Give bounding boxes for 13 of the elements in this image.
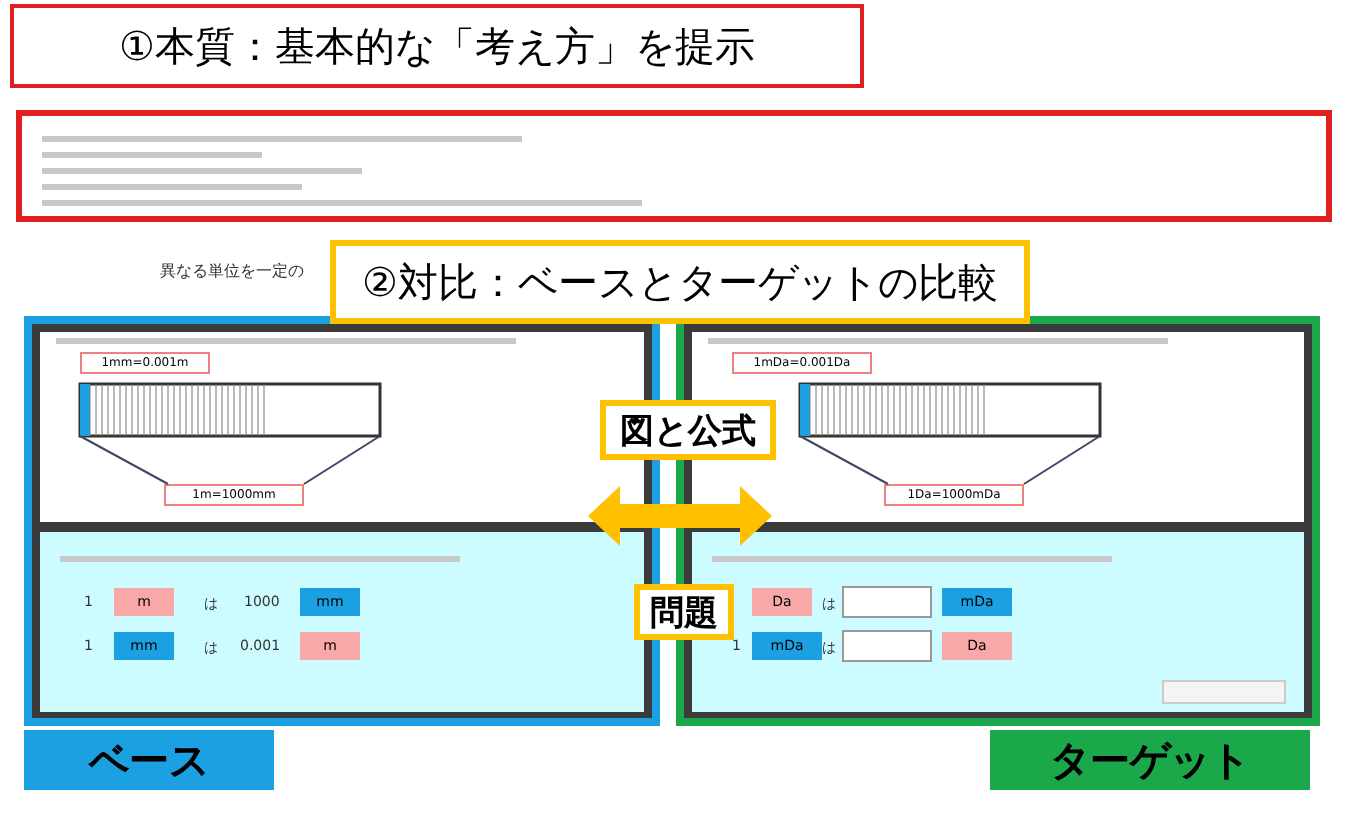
text: 異なる単位を一定の [160, 260, 304, 282]
callout-box: 問題 [634, 584, 734, 640]
base-tab: ベース [24, 730, 274, 790]
callout-box: 図と公式 [600, 400, 776, 460]
callout-box: ②対比：ベースとターゲットの比較 [330, 240, 1030, 324]
check-button [1162, 680, 1286, 704]
input-field [842, 630, 932, 662]
title-box: ①本質：基本的な「考え方」を提示 [10, 4, 864, 88]
problem-area [40, 532, 644, 712]
input-field [842, 586, 932, 618]
target-tab: ターゲット [990, 730, 1310, 790]
double-arrow [588, 486, 772, 546]
explanation-panel [16, 110, 1332, 222]
